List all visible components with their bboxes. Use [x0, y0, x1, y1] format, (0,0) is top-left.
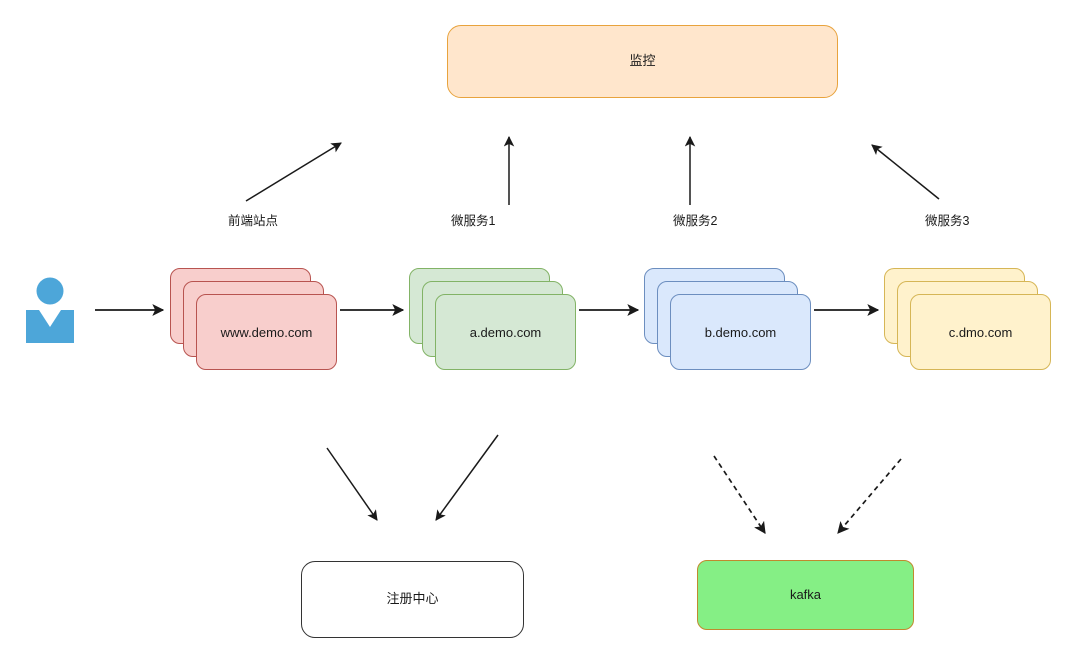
- edge-b-to-kafka: [713, 455, 766, 534]
- edge-web-to-registry: [326, 447, 378, 521]
- node-registry[interactable]: 注册中心: [301, 561, 524, 638]
- edge-label-frontend-site: 前端站点: [228, 214, 279, 228]
- node-monitor[interactable]: 监控: [447, 25, 838, 98]
- edge-c-to-kafka: [837, 458, 902, 534]
- stack-card-front[interactable]: www.demo.com: [196, 294, 337, 370]
- stack-card-front[interactable]: a.demo.com: [435, 294, 576, 370]
- node-kafka[interactable]: kafka: [697, 560, 914, 630]
- user-actor-icon: [22, 277, 78, 343]
- node-stack-b[interactable]: b.demo.com: [644, 268, 824, 378]
- node-stack-a[interactable]: a.demo.com: [409, 268, 589, 378]
- edge-c-to-monitor: [871, 144, 940, 200]
- node-stack-web[interactable]: www.demo.com: [170, 268, 350, 378]
- edge-label-microservice-3: 微服务3: [925, 214, 970, 228]
- edge-web-to-monitor: [245, 142, 342, 202]
- stack-card-front[interactable]: c.dmo.com: [910, 294, 1051, 370]
- edge-a-to-registry: [435, 434, 499, 521]
- node-stack-c[interactable]: c.dmo.com: [884, 268, 1064, 378]
- edge-label-microservice-1: 微服务1: [451, 214, 496, 228]
- edge-label-microservice-2: 微服务2: [673, 214, 718, 228]
- stack-card-front[interactable]: b.demo.com: [670, 294, 811, 370]
